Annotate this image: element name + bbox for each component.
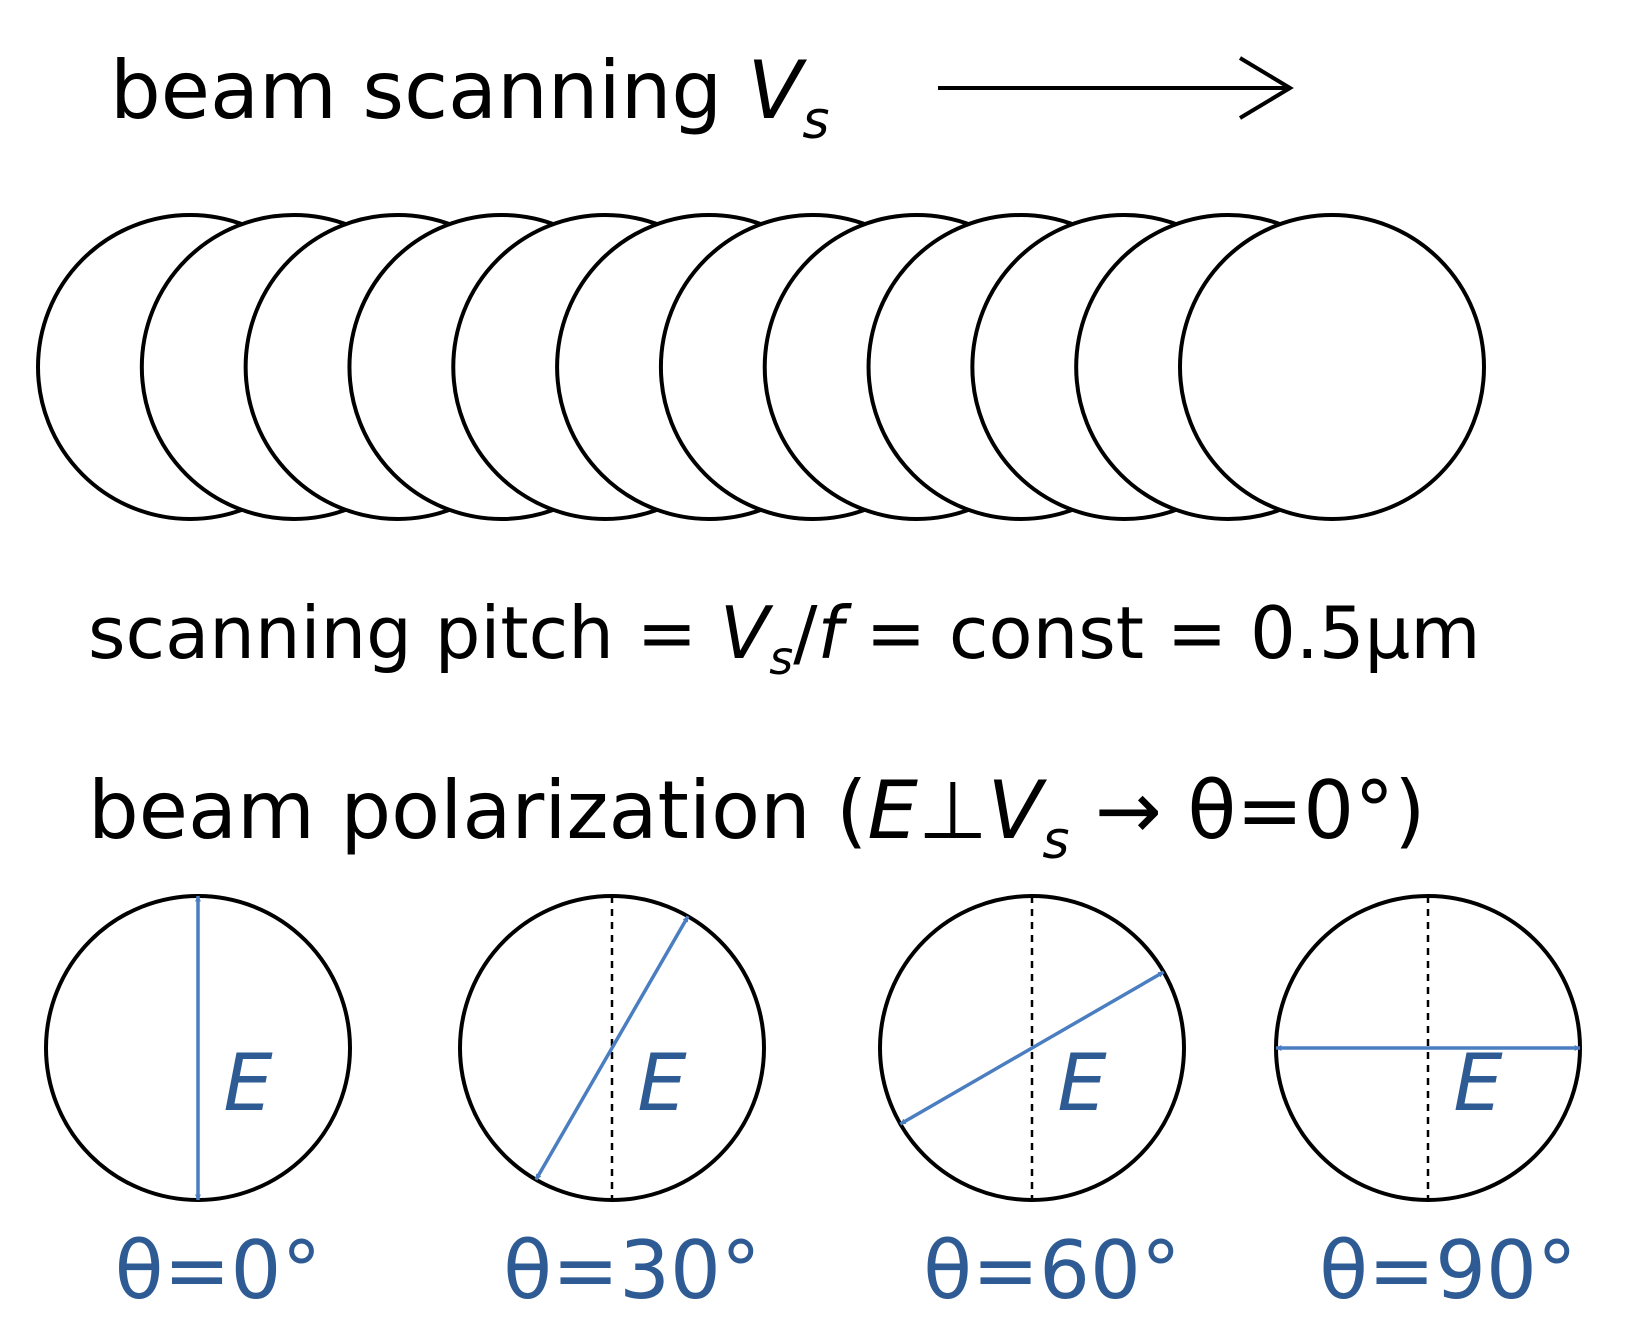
polarization-panel: Eθ=30° <box>458 894 766 1317</box>
pitch-prefix: scanning pitch = <box>88 591 720 675</box>
pitch-velocity-sub: s <box>769 631 793 685</box>
polarization-velocity-var: V <box>988 764 1048 857</box>
polarization-arrow: → <box>1069 764 1187 857</box>
pitch-slash: / <box>793 591 818 675</box>
theta-label: θ=30° <box>503 1224 761 1317</box>
scan-direction-arrow <box>938 56 1294 120</box>
scan-spot <box>1178 213 1486 521</box>
scan-spot-row <box>36 213 1486 521</box>
pitch-text: scanning pitch = Vs/f = const = 0.5μm <box>88 591 1481 685</box>
field-vector-arrow <box>899 970 1165 1126</box>
theta-label: θ=90° <box>1319 1224 1577 1317</box>
theta-label: θ=60° <box>923 1224 1181 1317</box>
heading-text: beam scanning Vs <box>110 44 829 151</box>
field-vector-arrow <box>534 915 690 1181</box>
polarization-field-var: E <box>867 764 918 857</box>
heading-prefix: beam scanning <box>110 44 748 137</box>
field-vector-label: E <box>637 1039 687 1129</box>
polarization-panel: Eθ=0° <box>44 894 352 1317</box>
heading-velocity-var: V <box>748 44 808 137</box>
polarization-prefix: beam polarization ( <box>88 764 867 857</box>
pitch-suffix: = const = 0.5μm <box>843 591 1481 675</box>
field-vector-label: E <box>1453 1039 1503 1129</box>
field-vector-label: E <box>1057 1039 1107 1129</box>
pitch-velocity-var: V <box>720 591 774 675</box>
polarization-perp-symbol: ⊥ <box>918 764 988 857</box>
polarization-panel: Eθ=90° <box>1274 894 1582 1317</box>
heading-velocity-sub: s <box>802 91 829 151</box>
theta-label: θ=0° <box>115 1224 322 1317</box>
polarization-panels: Eθ=0°Eθ=30°Eθ=60°Eθ=90° <box>44 894 1582 1317</box>
field-vector-label: E <box>223 1039 273 1129</box>
polarization-heading: beam polarization (E⊥Vs → θ=0°) <box>88 764 1425 871</box>
polarization-suffix: θ=0°) <box>1187 764 1425 857</box>
polarization-velocity-sub: s <box>1042 811 1069 871</box>
polarization-panel: Eθ=60° <box>878 894 1186 1317</box>
